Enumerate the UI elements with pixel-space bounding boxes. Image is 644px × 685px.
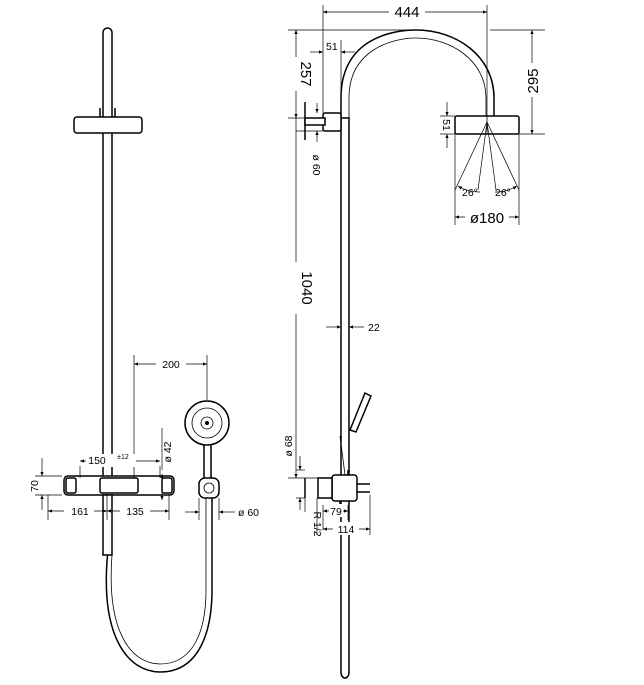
dim-60-holder-label: ø 60 [238,507,259,519]
dim-1040-label: 1040 [298,271,315,304]
dim-22-label: 22 [368,322,380,334]
dim-150-label: 150 [88,455,106,467]
dim-51-head-label: 51 [440,119,452,131]
dim-60-wall-label: ø 60 [310,154,322,175]
dim-angle-right-label: 26° [495,187,511,199]
slider-bracket [73,116,143,134]
dim-42-label: ø 42 [162,441,174,462]
hose [105,454,213,673]
dim-180-label: ø180 [470,210,504,227]
shower-arm [340,29,495,118]
dim-114-label: 114 [338,524,355,536]
dim-51-top-label: 51 [326,41,338,53]
hand-shower-side [349,391,372,433]
hand-shower-handle [203,439,212,481]
dim-angle-left-label: 26° [462,187,478,199]
front-view: 200 150 ±12 ø 42 70 161 135 ø 60 [29,27,259,673]
bracket-rod [304,117,326,126]
dim-161-label: 161 [71,506,89,518]
dim-70-label: 70 [29,480,41,492]
thermostat-knob-left [65,477,77,494]
dim-257-label: 257 [297,61,314,86]
hand-shower-holder [198,477,220,499]
riser-pipe [102,27,113,484]
dim-200-label: 200 [162,359,180,371]
dim-68-label: ø 68 [283,435,295,456]
riser-pipe-side [340,117,350,479]
thermostat-knob-right [161,477,173,494]
dim-79-label: 79 [330,506,342,518]
dim-444-label: 444 [394,4,419,21]
lower-pipe [102,494,113,556]
dim-135-label: 135 [126,506,144,518]
dim-150-tol-label: ±12 [117,454,129,461]
mixer-side [331,474,358,502]
thermostat-center [99,477,139,494]
dim-thread-label: R 1/2 [311,511,323,536]
side-view: 444 295 257 51 51 ø 60 26° 26° [283,3,545,679]
dim-295-label: 295 [525,68,542,93]
hose-inner [110,454,207,665]
